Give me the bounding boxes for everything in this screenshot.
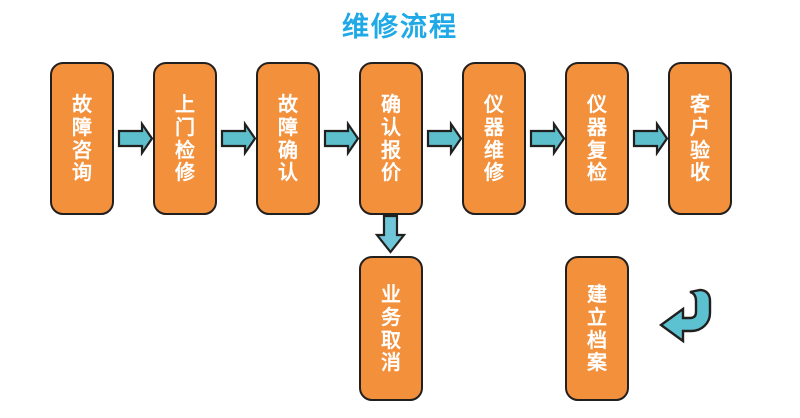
- node-step-5[interactable]: 仪器维修: [462, 62, 526, 215]
- node-step-7-label: 客户验收: [690, 91, 710, 185]
- page-title: 维修流程: [342, 12, 458, 43]
- node-step-1[interactable]: 故障咨询: [50, 62, 114, 215]
- arrow-step-2-to-3: [220, 120, 257, 157]
- node-branch-1[interactable]: 业务取消: [359, 256, 423, 401]
- node-step-5-label: 仪器维修: [484, 91, 504, 185]
- node-step-2[interactable]: 上门检修: [153, 62, 217, 215]
- node-step-7[interactable]: 客户验收: [668, 62, 732, 215]
- node-step-6-label: 仪器复检: [587, 91, 607, 185]
- arrow-step-6-to-7: [632, 120, 669, 157]
- node-step-3[interactable]: 故障确认: [256, 62, 320, 215]
- arrow-step-4-to-5: [426, 120, 463, 157]
- arrow-step-3-to-4: [323, 120, 360, 157]
- arrow-step-4-to-branch-1: [374, 214, 407, 254]
- node-branch-1-label: 业务取消: [381, 281, 401, 375]
- node-branch-2-label: 建立档案: [587, 281, 607, 375]
- arrow-step-1-to-2: [117, 120, 154, 157]
- node-step-6[interactable]: 仪器复检: [565, 62, 629, 215]
- node-step-4[interactable]: 确认报价: [359, 62, 423, 215]
- node-step-4-label: 确认报价: [381, 91, 401, 185]
- node-step-3-label: 故障确认: [278, 91, 298, 185]
- node-branch-2[interactable]: 建立档案: [565, 256, 629, 401]
- arrow-curved-left: [658, 288, 712, 344]
- node-step-1-label: 故障咨询: [72, 91, 92, 185]
- node-step-2-label: 上门检修: [175, 91, 195, 185]
- arrow-step-5-to-6: [529, 120, 566, 157]
